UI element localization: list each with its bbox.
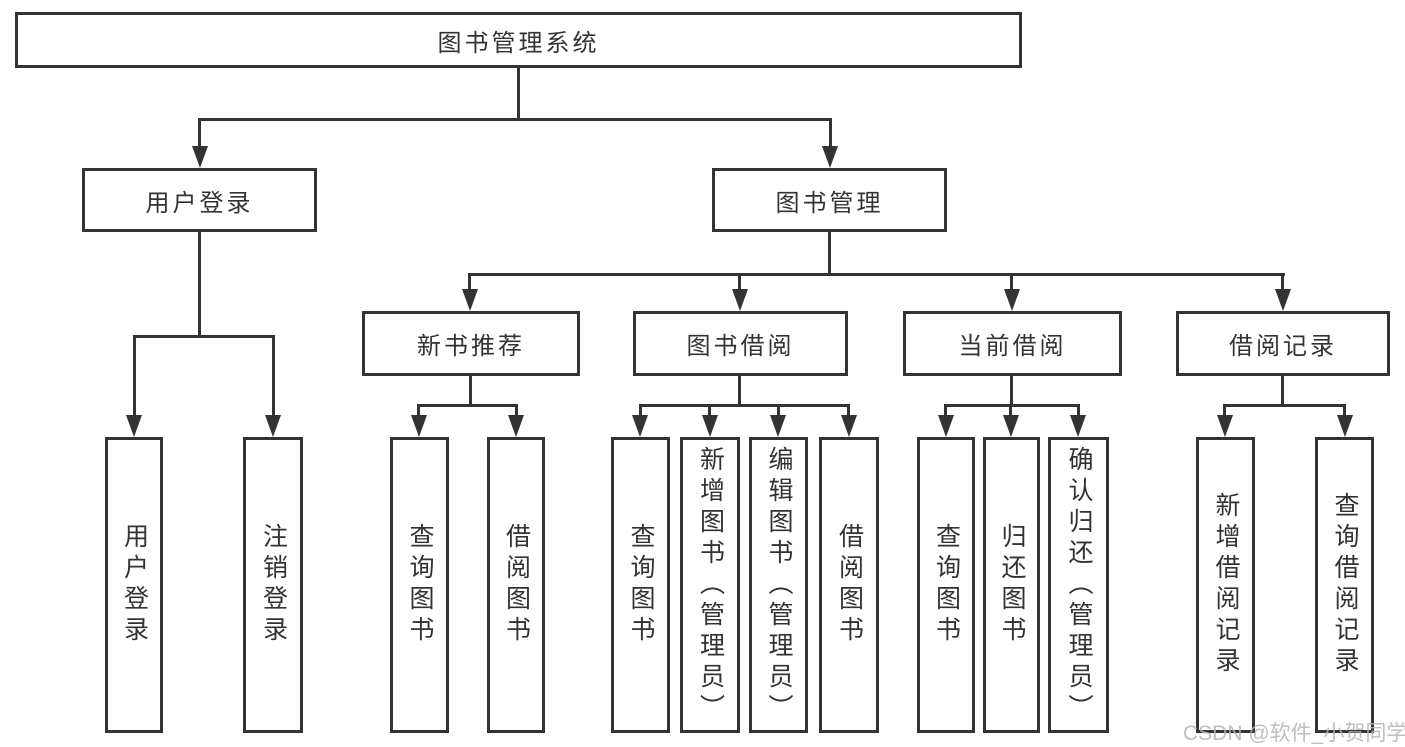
node-book-management: 图书管理: [712, 168, 947, 232]
node-label: 归还图书: [998, 523, 1026, 647]
arrowhead-down-icon: [462, 289, 478, 311]
leaf-logout: 注销登录: [243, 437, 303, 733]
arrowhead-down-icon: [1070, 415, 1086, 437]
connector-drop: [198, 118, 201, 148]
node-label: 图书借阅: [686, 333, 795, 360]
arrowhead-down-icon: [192, 146, 208, 168]
node-label: 图书管理: [775, 189, 884, 217]
node-label: 当前借阅: [958, 333, 1067, 360]
arrowhead-down-icon: [702, 415, 718, 437]
connector-rail: [418, 404, 518, 407]
node-label: 查询图书: [932, 523, 961, 647]
connector-drop: [708, 404, 711, 417]
connector-drop: [1010, 273, 1013, 291]
leaf-query-borrow-record: 查询借阅记录: [1315, 437, 1374, 733]
connector-rail: [945, 404, 1079, 407]
node-label: 查询图书: [406, 523, 434, 647]
leaf-edit-books-admin: 编辑图书（管理员）: [749, 437, 808, 733]
arrowhead-down-icon: [508, 415, 524, 437]
connector-rail: [198, 118, 832, 121]
node-library-management-system: 图书管理系统: [15, 12, 1022, 68]
node-label: 确认归还（管理员）: [1065, 445, 1093, 725]
leaf-borrow-books-recommend: 借阅图书: [487, 437, 545, 733]
arrowhead-down-icon: [938, 415, 954, 437]
connector-stem: [738, 376, 741, 407]
node-label: 查询借阅记录: [1331, 492, 1359, 678]
node-label: 借阅记录: [1229, 333, 1337, 360]
node-label: 注销登录: [259, 523, 288, 647]
connector-drop: [1223, 404, 1226, 417]
connector-drop: [1281, 273, 1284, 291]
connector-stem: [828, 232, 831, 276]
connector-drop: [829, 118, 832, 148]
arrowhead-down-icon: [632, 415, 648, 437]
connector-stem: [198, 232, 201, 338]
node-user-login: 用户登录: [82, 168, 317, 232]
node-book-borrowing: 图书借阅: [633, 311, 848, 376]
leaf-borrow-books: 借阅图书: [819, 437, 879, 733]
connector-rail: [133, 335, 275, 338]
node-borrowing-records: 借阅记录: [1176, 311, 1390, 376]
leaf-add-books-admin: 新增图书（管理员）: [680, 437, 740, 733]
node-label: 图书管理系统: [437, 29, 600, 57]
leaf-query-books-current: 查询图书: [917, 437, 975, 733]
arrowhead-down-icon: [1337, 415, 1353, 437]
node-label: 新增图书（管理员）: [696, 445, 725, 725]
arrowhead-down-icon: [822, 146, 838, 168]
arrowhead-down-icon: [1217, 415, 1233, 437]
leaf-return-books: 归还图书: [983, 437, 1040, 733]
leaf-query-books-borrowing: 查询图书: [611, 437, 670, 733]
node-label: 新增借阅记录: [1212, 492, 1240, 678]
arrowhead-down-icon: [1003, 415, 1019, 437]
connector-drop: [417, 404, 420, 417]
node-label: 用户登录: [120, 523, 149, 647]
connector-drop: [515, 404, 518, 417]
leaf-user-login: 用户登录: [105, 437, 163, 733]
arrowhead-down-icon: [732, 289, 748, 311]
connector-stem: [469, 376, 472, 407]
node-label: 查询图书: [627, 523, 655, 647]
connector-drop: [639, 404, 642, 417]
connector-drop: [133, 335, 136, 417]
connector-drop: [777, 404, 780, 417]
node-label: 借阅图书: [502, 523, 531, 647]
connector-drop: [944, 404, 947, 417]
leaf-confirm-return-admin: 确认归还（管理员）: [1048, 437, 1109, 733]
node-current-borrowing: 当前借阅: [903, 311, 1122, 376]
connector-drop: [738, 273, 741, 291]
node-label: 编辑图书（管理员）: [765, 445, 793, 725]
connector-drop: [1077, 404, 1080, 417]
connector-rail: [639, 404, 850, 407]
connector-drop: [847, 404, 850, 417]
leaf-add-borrow-record: 新增借阅记录: [1196, 437, 1255, 733]
arrowhead-down-icon: [841, 415, 857, 437]
arrowhead-down-icon: [126, 415, 142, 437]
connector-rail: [1224, 404, 1346, 407]
connector-drop: [468, 273, 471, 291]
node-new-book-recommend: 新书推荐: [362, 311, 580, 376]
arrowhead-down-icon: [1004, 289, 1020, 311]
connector-stem: [1281, 376, 1284, 407]
arrowhead-down-icon: [770, 415, 786, 437]
node-label: 借阅图书: [835, 523, 864, 647]
watermark: CSDN @软件_小贺同学: [1183, 722, 1405, 745]
node-label: 用户登录: [145, 189, 254, 217]
connector-stem: [517, 66, 520, 120]
connector-stem: [1010, 376, 1013, 407]
connector-rail: [469, 273, 1285, 276]
connector-drop: [1009, 404, 1012, 417]
connector-drop: [1343, 404, 1346, 417]
arrowhead-down-icon: [1275, 289, 1291, 311]
arrowhead-down-icon: [265, 415, 281, 437]
connector-drop: [272, 335, 275, 417]
leaf-query-books-recommend: 查询图书: [390, 437, 449, 733]
node-label: 新书推荐: [417, 333, 525, 360]
arrowhead-down-icon: [411, 415, 427, 437]
